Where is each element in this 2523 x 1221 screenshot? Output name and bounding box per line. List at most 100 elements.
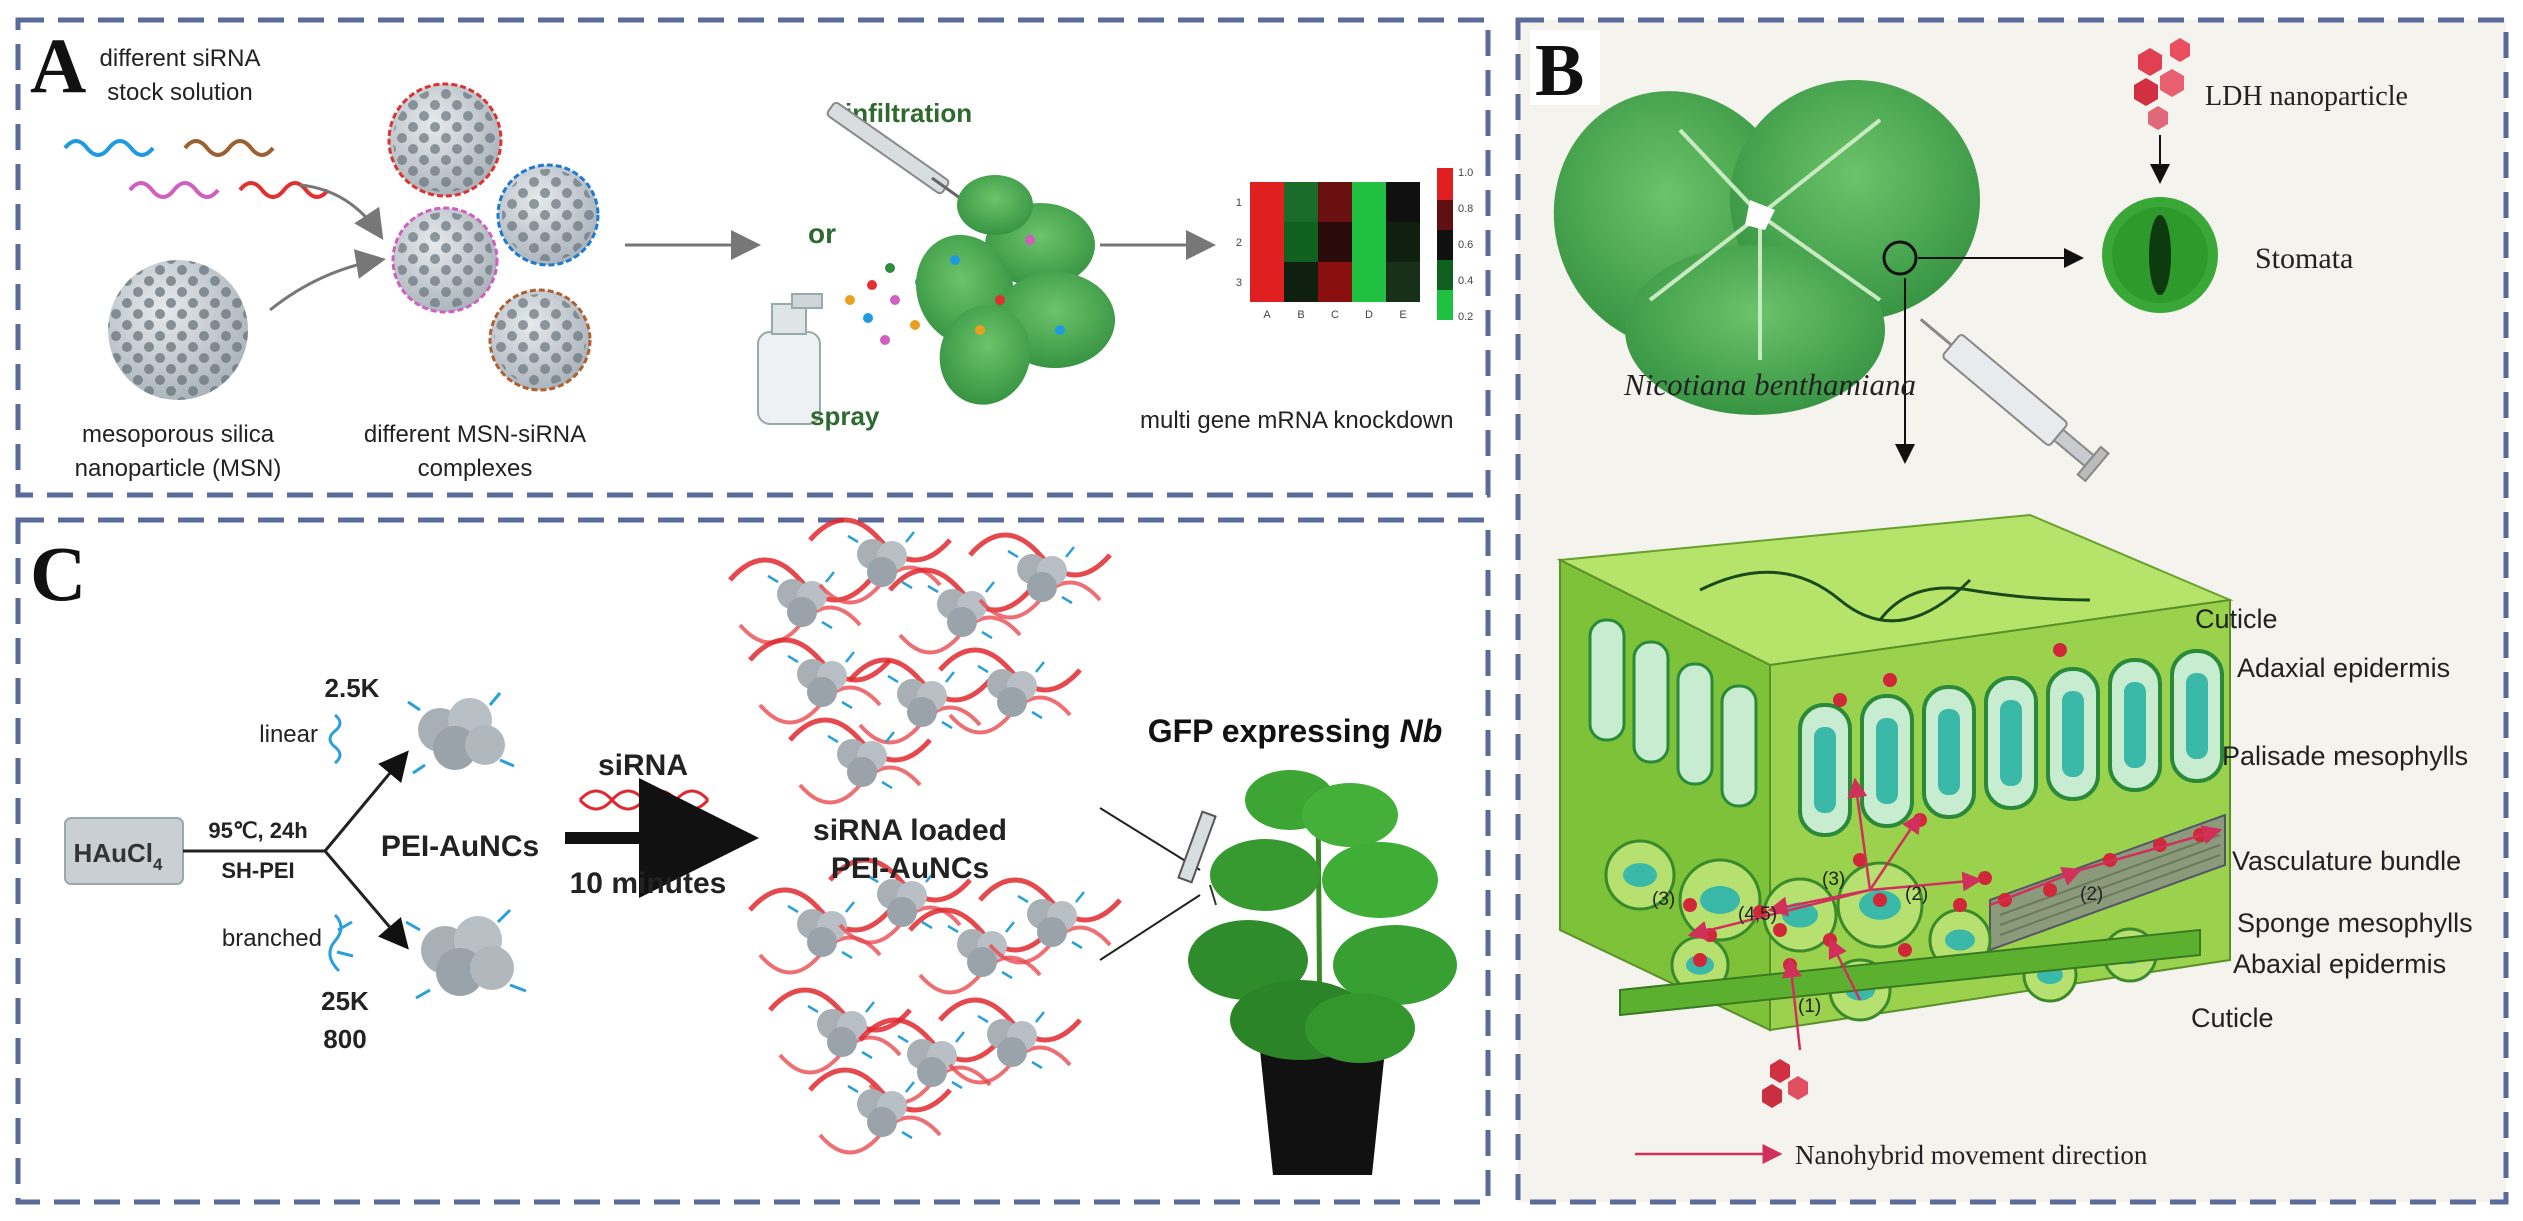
pointer-line-lower [1099, 894, 1201, 961]
linear-label: linear [259, 721, 318, 748]
layer-label: Adaxial epidermis [2237, 653, 2450, 683]
arrow-to-linear [323, 750, 409, 852]
loaded-aunc-complex [748, 637, 892, 725]
loaded-aunc-complex [768, 987, 912, 1075]
branched-mw-label-2: 800 [323, 1024, 366, 1054]
nanohybrid-dot [1683, 898, 1697, 912]
nanohybrid-dot [1953, 898, 1967, 912]
complex-label-line2: complexes [418, 455, 533, 482]
complex-pink [391, 206, 499, 314]
heatmap-colorbar-ticks: 1.00.80.60.40.2 [1458, 167, 1473, 323]
complex-label-line1: different MSN-siRNA [364, 421, 586, 448]
pathway-mark: (2) [1905, 884, 1928, 905]
nanohybrid-dot [2043, 883, 2057, 897]
heatmap-col-label: E [1399, 309, 1406, 321]
heatmap-cell [1318, 182, 1352, 222]
loaded-aunc-complex [748, 887, 892, 975]
complex-brown [488, 288, 592, 392]
loaded-aunc-complex [938, 647, 1082, 735]
loaded-aunc-complex [828, 857, 972, 945]
sirna-stock-label-line1: different siRNA [100, 45, 261, 72]
nanohybrid-dot [1853, 853, 1867, 867]
heatmap-cell [1352, 262, 1386, 302]
loaded-aunc-complex [808, 1067, 952, 1155]
haucl-text: HAuCl [74, 838, 153, 868]
heatmap-row-labels: 123 [1236, 197, 1242, 289]
sirna-stock-label-line2: stock solution [107, 79, 252, 106]
panel-c-letter: C [30, 530, 86, 617]
potted-nb-plant [1188, 770, 1457, 1175]
loaded-aunc-complex [968, 532, 1112, 620]
injection-syringe-icon [1177, 810, 1217, 906]
gfp-label-species: Nb [1400, 713, 1443, 749]
nanohybrid-dot [1898, 943, 1912, 957]
loaded-aunc-complex [858, 1017, 1002, 1105]
nanohybrid-dot [1873, 893, 1887, 907]
sirna-loaded-complexes [728, 517, 1122, 1155]
sirna-reagent-label: siRNA [598, 749, 688, 782]
loaded-aunc-complex [888, 567, 1032, 655]
nanohybrid-dot [1833, 693, 1847, 707]
sirna-red [238, 181, 330, 199]
heatmap-col-label: A [1263, 309, 1271, 321]
heatmap-row-label: 3 [1236, 277, 1242, 289]
loaded-aunc-complex [848, 657, 992, 745]
layer-label: Abaxial epidermis [2233, 949, 2446, 979]
pei-aunc-cluster-branched [405, 908, 527, 1000]
sirna-pink [128, 181, 220, 199]
complex-red [387, 82, 503, 198]
or-label: or [808, 218, 836, 249]
nanohybrid-particles [1683, 643, 2207, 972]
pathway-mark: (4,5) [1738, 904, 1777, 925]
loaded-aunc-complex [978, 877, 1122, 965]
legend-label: Nanohybrid movement direction [1795, 1140, 2148, 1170]
sirna-blue [63, 139, 155, 157]
nanohybrid-dot [2053, 643, 2067, 657]
heatmap-col-label: D [1365, 309, 1373, 321]
msn-sphere [108, 260, 248, 400]
entering-nanoparticles [1762, 1059, 1808, 1108]
nicotiana-leaf [1553, 80, 1980, 415]
heatmap-col-label: B [1297, 309, 1304, 321]
seedling-plant [915, 175, 1115, 405]
ldh-nanoparticle-icon [2134, 38, 2190, 130]
heatmap-row-label: 1 [1236, 197, 1242, 209]
haucl-subscript: 4 [153, 855, 163, 874]
loaded-label-line2: PEI-AuNCs [831, 852, 989, 885]
species-label: Nicotiana benthamiana [1623, 367, 1916, 402]
heatmap-cell [1284, 182, 1318, 222]
nanohybrid-dot [1693, 953, 1707, 967]
spray-label: spray [810, 401, 880, 431]
heatmap-cell [1352, 182, 1386, 222]
heatmap-cell [1386, 222, 1420, 262]
heatmap-cell [1250, 222, 1284, 262]
knockdown-label: multi gene mRNA knockdown [1140, 407, 1453, 434]
layer-label: Palisade mesophylls [2222, 741, 2468, 771]
arrow-sirna-to-complex [299, 183, 384, 240]
heatmap-colorbar-tick: 0.8 [1458, 203, 1473, 215]
leaf-zoom-circle [1882, 240, 1918, 276]
heatmap-colorbar-tick: 1.0 [1458, 167, 1473, 179]
gfp-label-text: GFP expressing [1148, 713, 1400, 749]
heatmap-colorbar [1437, 168, 1453, 320]
panel-b-letter: B [1535, 30, 1584, 112]
pathway-mark: (3) [1652, 889, 1675, 910]
layer-label: Sponge mesophylls [2237, 908, 2473, 938]
heatmap-cell [1250, 262, 1284, 302]
palisade-cell [1588, 618, 1626, 742]
haucl4-box: HAuCl4 [64, 817, 184, 885]
loaded-aunc-complex [728, 557, 872, 645]
heatmap-cell [1318, 222, 1352, 262]
pei-aunc-label: PEI-AuNCs [381, 830, 539, 863]
abaxial-epidermis [1619, 928, 2201, 1017]
gfp-label: GFP expressing Nb [1148, 713, 1443, 749]
loaded-label-line1: siRNA loaded [813, 814, 1007, 847]
palisade-cell [1632, 640, 1670, 764]
pathway-mark: (2) [2080, 884, 2103, 905]
loaded-aunc-complex [808, 517, 952, 605]
nanohybrid-dot [1883, 673, 1897, 687]
svg-text:HAuCl4: HAuCl4 [74, 838, 163, 874]
heatmap-cell [1284, 222, 1318, 262]
